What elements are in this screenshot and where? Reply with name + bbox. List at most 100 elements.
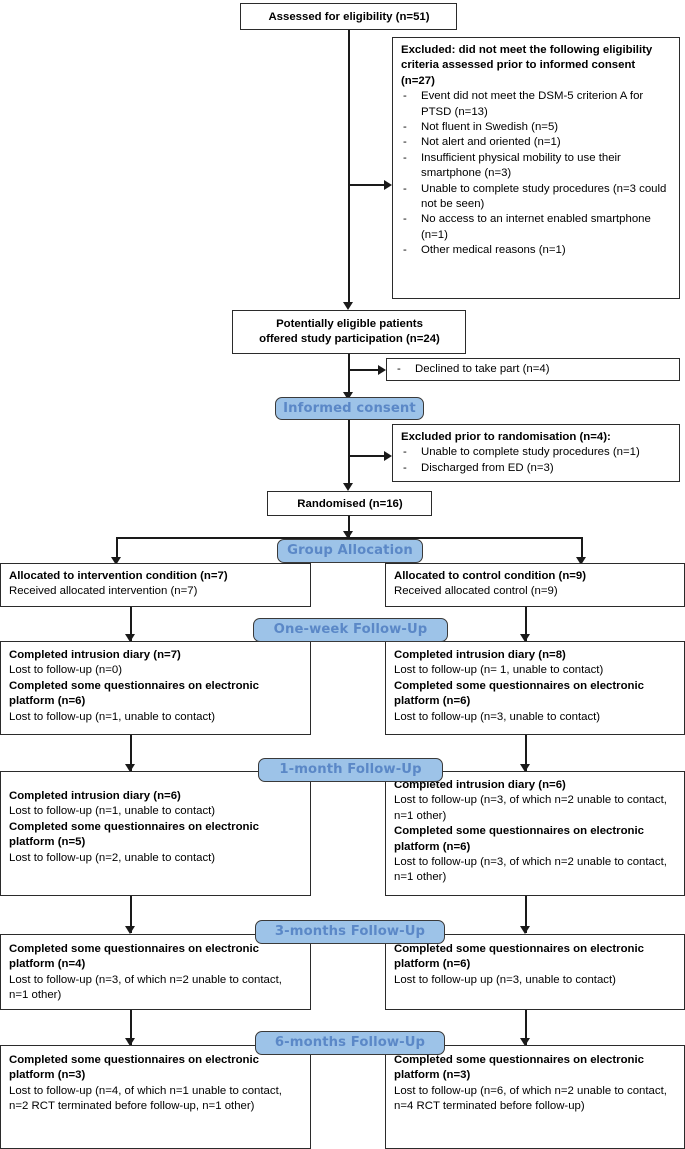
dash-marker: - — [403, 151, 407, 164]
onemonth-right-line4: Lost to follow-up (n=3, of which n=2 una… — [394, 856, 667, 884]
node-oneweek-control: Completed intrusion diary (n=8) Lost to … — [385, 641, 685, 735]
oneweek-right-line4: Lost to follow-up (n=3, unable to contac… — [394, 710, 601, 723]
dash-marker: - — [397, 363, 401, 375]
dash-marker: - — [403, 121, 407, 134]
list-item: -Discharged from ED (n=3) — [401, 461, 672, 476]
stage-pill-label: One-week Follow-Up — [273, 622, 428, 638]
list-item: -Other medical reasons (n=1) — [401, 243, 672, 258]
connector-oneweek-right-down — [525, 735, 527, 771]
node-sixmonths-control: Completed some questionnaires on electro… — [385, 1045, 685, 1149]
arrow-into-informed-consent — [343, 392, 353, 400]
arrow-into-sixmonths-right — [520, 1038, 530, 1046]
arrow-into-allocation-left — [111, 557, 121, 565]
oneweek-left-line2: Lost to follow-up (n=0) — [9, 664, 123, 677]
stage-pill-three-months-follow-up: 3-months Follow-Up — [255, 920, 445, 944]
sixmonths-right-line1: Completed some questionnaires on electro… — [394, 1054, 645, 1082]
connector-to-excluded-randomisation — [348, 455, 386, 457]
oneweek-right-line3: Completed some questionnaires on electro… — [394, 679, 645, 708]
declined-list: -Declined to take part (n=4) — [395, 362, 672, 377]
stage-pill-label: Informed consent — [283, 400, 416, 416]
node-allocation-control: Allocated to control condition (n=9) Rec… — [385, 563, 685, 607]
potentially-eligible-line1: Potentially eligible patients — [276, 318, 423, 330]
sixmonths-right-line2: Lost to follow-up (n=6, of which n=2 una… — [394, 1084, 667, 1113]
node-assessed-for-eligibility: Assessed for eligibility (n=51) — [240, 3, 457, 30]
node-sixmonths-intervention: Completed some questionnaires on electro… — [0, 1045, 311, 1149]
list-item: -Unable to complete study procedures (n=… — [401, 445, 672, 460]
arrow-into-oneweek-right — [520, 634, 530, 642]
connector-to-declined — [348, 369, 380, 371]
node-onemonth-control: Completed intrusion diary (n=6) Lost to … — [385, 771, 685, 896]
allocation-left-line2: Received allocated intervention (n=7) — [9, 585, 198, 598]
arrow-into-excluded-eligibility — [384, 180, 392, 190]
threemonths-right-line2: Lost to follow-up up (n=3, unable to con… — [394, 973, 616, 986]
list-item: -Not fluent in Swedish (n=5) — [401, 120, 672, 135]
connector-eligible-to-consent — [348, 354, 350, 398]
connector-consent-to-randomised — [348, 420, 350, 487]
node-threemonths-intervention: Completed some questionnaires on electro… — [0, 934, 311, 1010]
sixmonths-left-line1: Completed some questionnaires on electro… — [9, 1054, 260, 1082]
excluded-eligibility-heading: Excluded: did not meet the following eli… — [401, 44, 653, 87]
threemonths-right-line1: Completed some questionnaires on electro… — [394, 943, 645, 971]
onemonth-left-line1: Completed intrusion diary (n=6) — [9, 790, 181, 802]
stage-pill-one-week-follow-up: One-week Follow-Up — [253, 618, 448, 642]
onemonth-left-line2: Lost to follow-up (n=1, unable to contac… — [9, 805, 216, 818]
node-allocation-intervention: Allocated to intervention condition (n=7… — [0, 563, 311, 607]
connector-threemonths-left-down — [130, 1010, 132, 1045]
node-potentially-eligible: Potentially eligible patients offered st… — [232, 310, 466, 354]
excluded-randomisation-heading: Excluded prior to randomisation (n=4): — [401, 431, 611, 443]
connector-allocation-right-down — [525, 607, 527, 641]
arrow-into-threemonths-right — [520, 926, 530, 934]
node-randomised: Randomised (n=16) — [267, 491, 432, 516]
connector-oneweek-left-down — [130, 735, 132, 771]
connector-split-left — [116, 537, 118, 561]
list-item: -Unable to complete study procedures (n=… — [403, 182, 667, 211]
allocation-left-line1: Allocated to intervention condition (n=7… — [9, 570, 228, 582]
oneweek-right-line2: Lost to follow-up (n= 1, unable to conta… — [394, 664, 604, 677]
potentially-eligible-line2: offered study participation (n=24) — [259, 333, 440, 346]
allocation-right-line2: Received allocated control (n=9) — [394, 585, 558, 598]
excluded-randomisation-list: -Unable to complete study procedures (n=… — [401, 445, 672, 476]
arrow-into-excluded-randomisation — [384, 451, 392, 461]
connector-allocation-left-down — [130, 607, 132, 641]
connector-randomised-down — [348, 516, 350, 538]
arrow-into-potentially-eligible — [343, 302, 353, 310]
assessed-label: Assessed for eligibility (n=51) — [268, 11, 430, 23]
threemonths-left-line1: Completed some questionnaires on electro… — [9, 943, 260, 971]
oneweek-left-line4: Lost to follow-up (n=1, unable to contac… — [9, 710, 216, 723]
dash-marker: - — [403, 244, 407, 257]
arrow-into-onemonth-left — [125, 764, 135, 772]
stage-pill-label: 3-months Follow-Up — [274, 924, 426, 940]
oneweek-left-line3: Completed some questionnaires on electro… — [9, 679, 260, 708]
node-oneweek-intervention: Completed intrusion diary (n=7) Lost to … — [0, 641, 311, 735]
stage-pill-label: 6-months Follow-Up — [274, 1035, 426, 1051]
node-excluded-eligibility: Excluded: did not meet the following eli… — [392, 37, 680, 299]
dash-marker: - — [403, 461, 407, 474]
onemonth-right-line1: Completed intrusion diary (n=6) — [394, 779, 566, 791]
oneweek-left-line1: Completed intrusion diary (n=7) — [9, 649, 181, 661]
connector-assessed-to-eligible — [348, 30, 350, 304]
list-item: -Event did not meet the DSM-5 criterion … — [403, 90, 644, 118]
dash-marker: - — [403, 446, 407, 459]
stage-pill-informed-consent: Informed consent — [275, 397, 424, 420]
threemonths-left-line2: Lost to follow-up (n=3, of which n=2 una… — [9, 973, 282, 1002]
connector-threemonths-right-down — [525, 1010, 527, 1045]
list-item: -Not alert and oriented (n=1) — [401, 135, 672, 150]
randomised-label: Randomised (n=16) — [297, 498, 403, 510]
dash-marker: - — [403, 136, 407, 149]
onemonth-right-line2: Lost to follow-up (n=3, of which n=2 una… — [394, 794, 667, 822]
arrow-into-randomised — [343, 483, 353, 491]
dash-marker: - — [403, 213, 407, 226]
arrow-into-threemonths-left — [125, 926, 135, 934]
oneweek-right-line1: Completed intrusion diary (n=8) — [394, 649, 566, 661]
connector-split-right — [581, 537, 583, 561]
onemonth-left-line3: Completed some questionnaires on electro… — [9, 820, 260, 849]
node-declined: -Declined to take part (n=4) — [386, 358, 680, 381]
arrow-into-declined — [378, 365, 386, 375]
connector-onemonth-left-down — [130, 896, 132, 933]
stage-pill-six-months-follow-up: 6-months Follow-Up — [255, 1031, 445, 1055]
excluded-eligibility-list: -Event did not meet the DSM-5 criterion … — [401, 89, 672, 258]
onemonth-right-line3: Completed some questionnaires on electro… — [394, 825, 645, 853]
dash-marker: - — [403, 90, 407, 103]
onemonth-left-line4: Lost to follow-up (n=2, unable to contac… — [9, 851, 216, 864]
